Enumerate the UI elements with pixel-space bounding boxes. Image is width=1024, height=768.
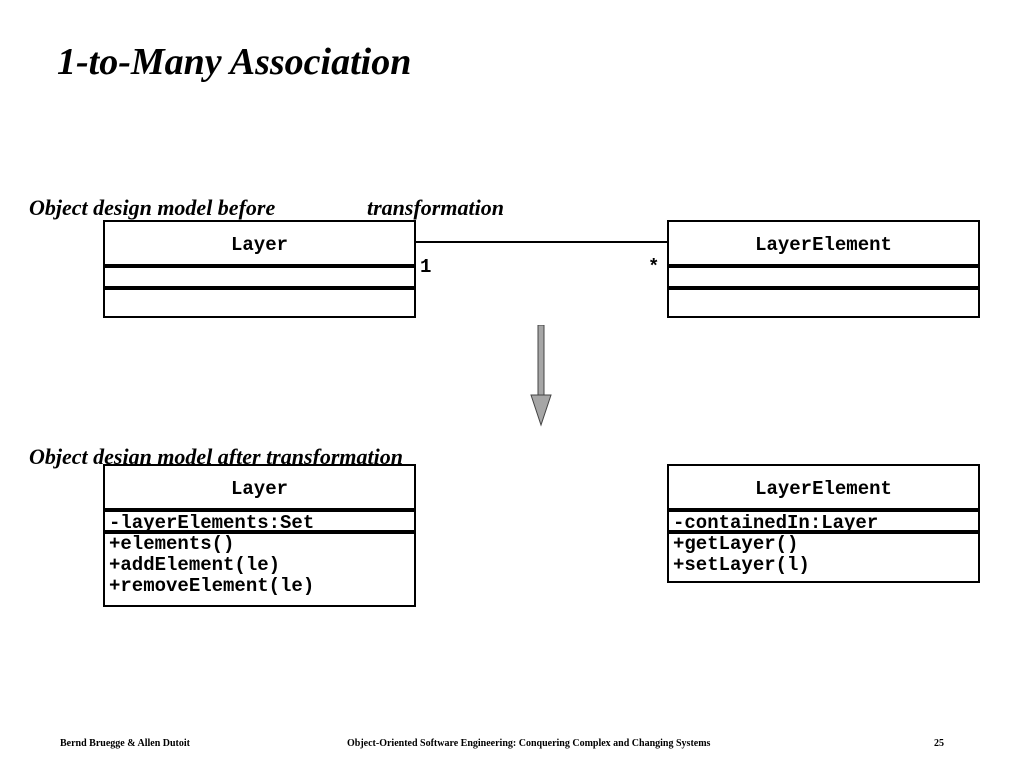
- transformation-arrow-icon: [530, 325, 552, 427]
- caption-before-continued: transformation: [367, 195, 504, 220]
- operation: +addElement(le): [109, 554, 281, 576]
- footer-book-title: Object-Oriented Software Engineering: Co…: [347, 738, 711, 749]
- caption-before: Object design model before: [29, 195, 276, 220]
- attribute: -layerElements:Set: [109, 512, 315, 534]
- class-name: Layer: [105, 466, 414, 512]
- association-line: [415, 241, 668, 243]
- attributes-compartment: [669, 268, 978, 290]
- page-number: 25: [934, 738, 944, 749]
- slide-title: 1-to-Many Association: [57, 41, 412, 83]
- operation: +elements(): [109, 533, 235, 555]
- class-name: LayerElement: [669, 466, 978, 512]
- attributes-compartment: [105, 268, 414, 290]
- class-layer-after[interactable]: Layer -layerElements:Set +elements() +ad…: [103, 464, 416, 607]
- class-layer-before[interactable]: Layer: [103, 220, 416, 318]
- class-layerelement-after[interactable]: LayerElement -containedIn:Layer +getLaye…: [667, 464, 980, 583]
- attributes-compartment: -layerElements:Set: [105, 512, 414, 534]
- multiplicity-one: 1: [420, 256, 432, 278]
- operations-compartment: +getLayer() +setLayer(l): [669, 534, 978, 576]
- operations-compartment: +elements() +addElement(le) +removeEleme…: [105, 534, 414, 597]
- operation: +removeElement(le): [109, 575, 315, 597]
- class-name: LayerElement: [669, 222, 978, 268]
- class-name: Layer: [105, 222, 414, 268]
- footer-authors: Bernd Bruegge & Allen Dutoit: [60, 738, 190, 749]
- class-layerelement-before[interactable]: LayerElement: [667, 220, 980, 318]
- operation: +setLayer(l): [673, 554, 810, 576]
- attributes-compartment: -containedIn:Layer: [669, 512, 978, 534]
- multiplicity-many: *: [648, 256, 660, 278]
- attribute: -containedIn:Layer: [673, 512, 879, 534]
- operation: +getLayer(): [673, 533, 799, 555]
